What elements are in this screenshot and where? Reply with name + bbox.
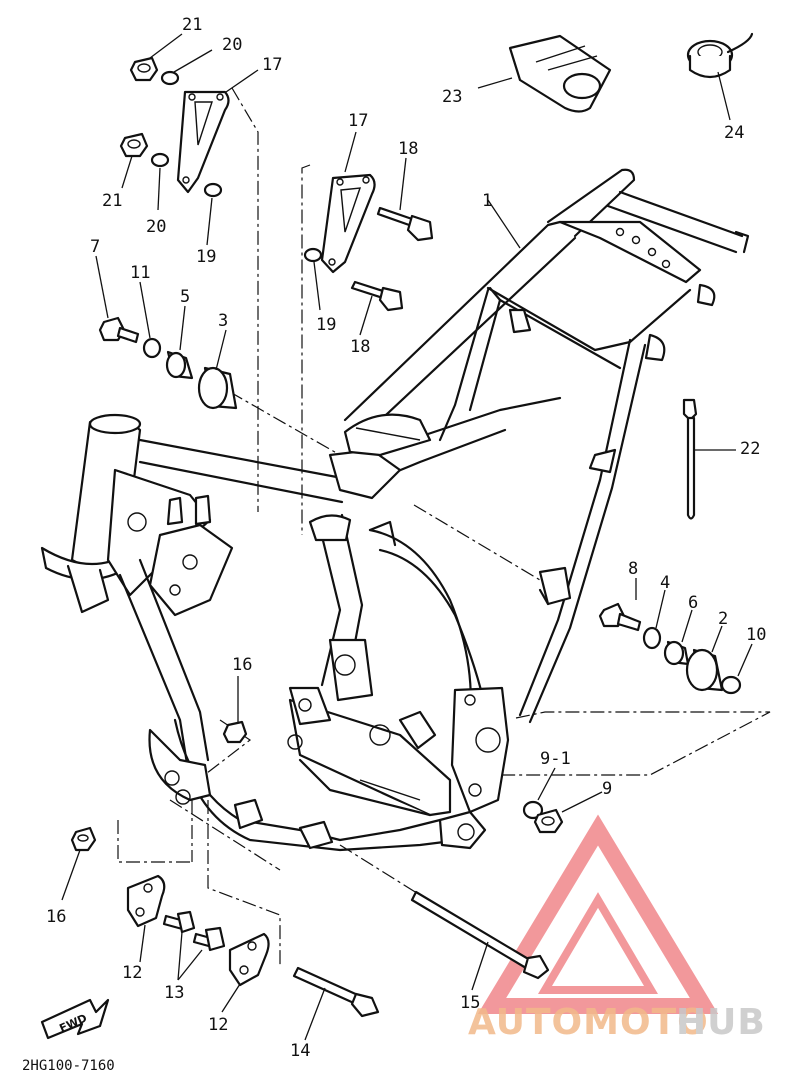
callout-12: 12 xyxy=(208,1015,228,1035)
leader-lines xyxy=(61,33,753,1041)
washer-10 xyxy=(720,675,742,695)
callout-11: 11 xyxy=(130,263,150,283)
callout-5: 5 xyxy=(180,287,190,307)
watermark-logo xyxy=(477,814,719,1014)
bolt-18-lower xyxy=(350,280,404,312)
callout-17: 17 xyxy=(348,111,368,131)
callout-16: 16 xyxy=(46,907,66,927)
nut-9 xyxy=(533,808,564,834)
callout-9: 9 xyxy=(602,779,612,799)
collar-6 xyxy=(663,640,690,666)
watermark-auto: AUTOMOTO xyxy=(468,1002,709,1043)
bolt-13-a xyxy=(162,910,196,934)
bracket-12-left xyxy=(126,874,166,928)
callout-22: 22 xyxy=(740,439,760,459)
bracket-12-right xyxy=(228,932,270,987)
damper-2 xyxy=(685,648,724,692)
watermark-text: AUTOMOTO HUB xyxy=(468,1002,766,1043)
washer-20-upper xyxy=(160,70,180,86)
callout-1: 1 xyxy=(482,191,492,211)
callout-15: 15 xyxy=(460,993,480,1013)
callout-labels: 21 20 17 21 20 19 17 18 19 18 7 11 5 3 1… xyxy=(46,15,766,1061)
callout-17: 17 xyxy=(262,55,282,75)
bolt-18-upper xyxy=(376,206,434,242)
callout-18: 18 xyxy=(350,337,370,357)
callout-3: 3 xyxy=(218,311,228,331)
fasteners xyxy=(70,32,754,1018)
nut-16-frame xyxy=(222,720,248,744)
callout-8: 8 xyxy=(628,559,638,579)
callout-19: 19 xyxy=(316,315,336,335)
callout-19: 19 xyxy=(196,247,216,267)
callout-24: 24 xyxy=(724,123,744,143)
collar-5 xyxy=(165,350,194,380)
callout-7: 7 xyxy=(90,237,100,257)
washer-9-1 xyxy=(522,800,544,820)
callout-20: 20 xyxy=(146,217,166,237)
washer-19-left xyxy=(203,182,223,198)
nut-16-lower xyxy=(70,826,97,852)
callout-14: 14 xyxy=(290,1041,310,1061)
bracket-17-left xyxy=(176,90,230,194)
callout-21: 21 xyxy=(182,15,202,35)
bolt-14 xyxy=(292,966,380,1018)
callout-23: 23 xyxy=(442,87,462,107)
grommet-24 xyxy=(686,32,754,79)
washer-11 xyxy=(142,337,162,359)
main-frame xyxy=(40,168,750,852)
bolt-13-b xyxy=(192,926,226,952)
callout-20: 20 xyxy=(222,35,242,55)
washer-4 xyxy=(642,626,662,650)
callout-16: 16 xyxy=(232,655,252,675)
washer-20-lower xyxy=(150,152,170,168)
callout-6: 6 xyxy=(688,593,698,613)
pad-23 xyxy=(508,34,612,113)
cable-tie-22 xyxy=(682,398,698,520)
drawing-code: 2HG100-7160 xyxy=(22,1058,115,1074)
washer-19-right xyxy=(303,247,323,263)
assembly-guide-lines xyxy=(117,87,771,965)
callout-21: 21 xyxy=(102,191,122,211)
callout-9-1: 9-1 xyxy=(540,749,571,769)
nut-21-lower xyxy=(119,132,149,158)
damper-3 xyxy=(197,366,238,410)
bolt-7 xyxy=(98,316,140,344)
callout-2: 2 xyxy=(718,609,728,629)
callout-18: 18 xyxy=(398,139,418,159)
forward-direction-badge: FWD xyxy=(40,998,110,1040)
nut-21-upper xyxy=(129,56,159,82)
pivot-shaft-15 xyxy=(410,890,550,980)
watermark-hub: HUB xyxy=(676,1002,766,1043)
callout-12: 12 xyxy=(122,963,142,983)
bolt-8 xyxy=(598,602,642,632)
callout-10: 10 xyxy=(746,625,766,645)
callout-4: 4 xyxy=(660,573,670,593)
callout-13: 13 xyxy=(164,983,184,1003)
